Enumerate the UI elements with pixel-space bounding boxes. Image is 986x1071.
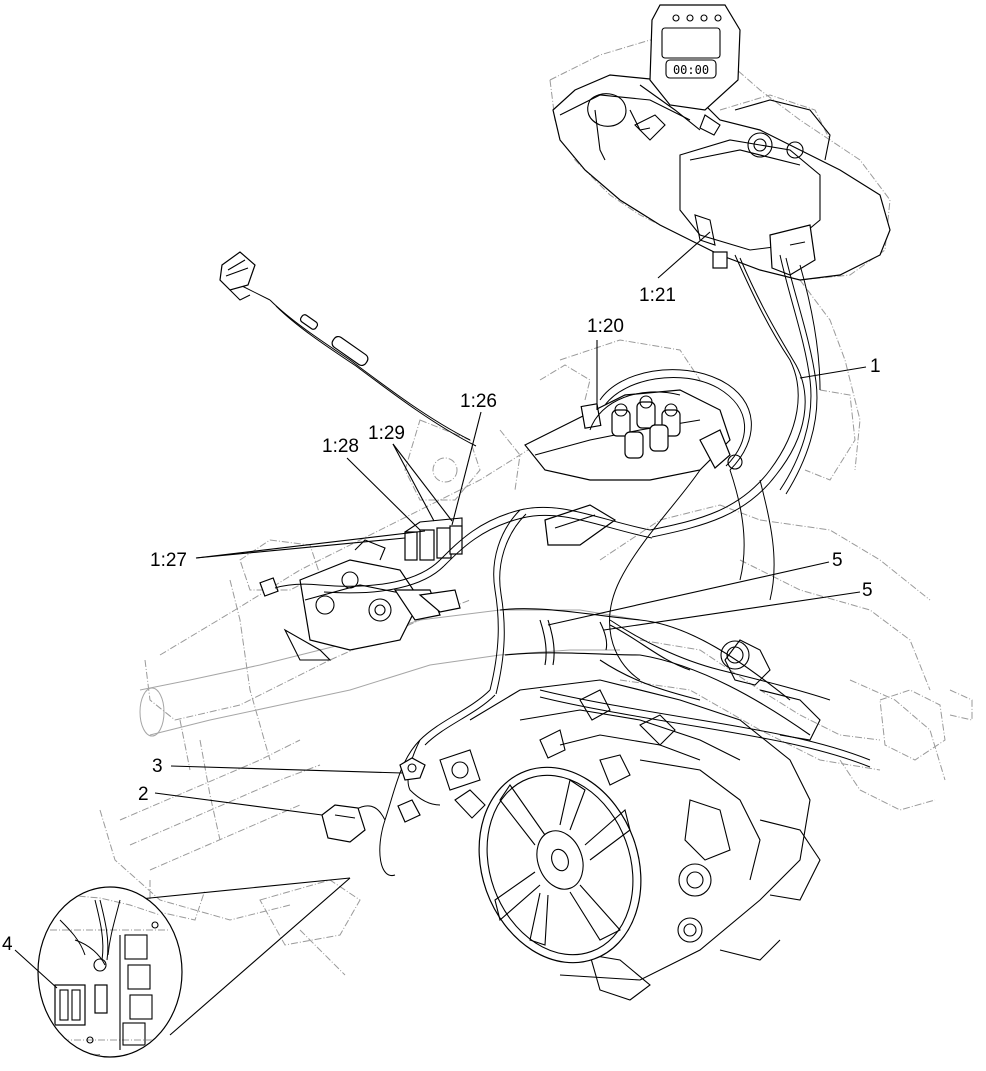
callout-labels: 1 2 3 4 5 5 1:20 1:21 1:26 1:27 1:28 1:2…: [2, 285, 881, 955]
cooling-fan: [478, 766, 642, 964]
callout-2: 2: [138, 784, 149, 805]
callout-1-20: 1:20: [587, 316, 624, 337]
callout-1: 1: [870, 356, 881, 377]
engine-block: [439, 639, 821, 1001]
sensor-connector: [219, 251, 369, 367]
callout-4: 4: [2, 934, 13, 955]
callout-1-26: 1:26: [460, 391, 497, 412]
display-readout: 00:00: [673, 63, 709, 77]
callout-1-27: 1:27: [150, 550, 187, 571]
solenoid-valve-bank: [524, 389, 743, 546]
detail-inset: [37, 877, 351, 1058]
callout-3: 3: [152, 756, 163, 777]
main-wiring-harness: [239, 254, 871, 876]
control-console: 00:00: [552, 4, 891, 281]
sensor-component-2: [321, 804, 366, 843]
sensor-component-3: [397, 757, 426, 823]
callout-1-29: 1:29: [368, 423, 405, 444]
callout-5b: 5: [862, 580, 873, 601]
callout-5a: 5: [832, 550, 843, 571]
harness-clamps: [539, 619, 608, 666]
intake-tubes: [139, 608, 811, 737]
callout-1-28: 1:28: [322, 436, 359, 457]
callout-1-21: 1:21: [639, 285, 676, 306]
leader-lines: [14, 231, 867, 989]
